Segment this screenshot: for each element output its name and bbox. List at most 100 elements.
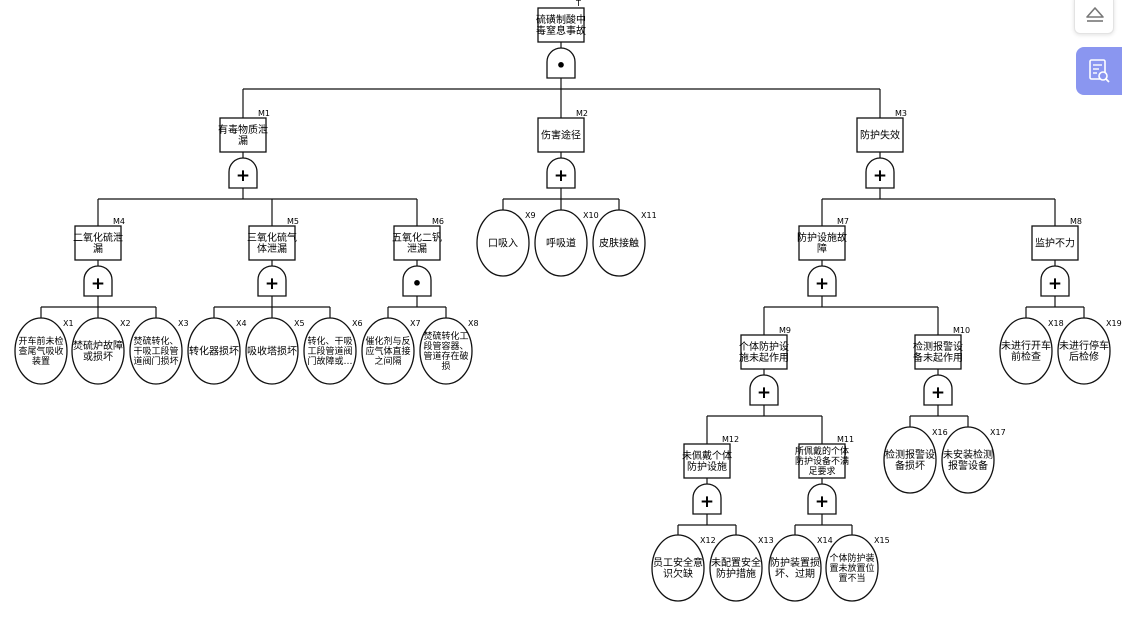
- event-label: 口吸入: [488, 239, 518, 250]
- event-label: 防护设施故障: [797, 231, 847, 255]
- gate-symbol: +: [700, 492, 714, 512]
- gate-symbol: +: [236, 166, 250, 186]
- intermediate-event: M8 监护不力: [1031, 217, 1082, 261]
- or-gate: +: [257, 265, 287, 297]
- intermediate-event: M4 二氧化硫泄漏: [73, 217, 125, 261]
- event-label: 未配置安全防护措施: [711, 556, 761, 580]
- event-id: X15: [874, 536, 890, 545]
- event-id: X14: [817, 536, 833, 545]
- basic-event: X6转化、干吸工段管道阀门故障或…: [303, 317, 363, 385]
- gate-symbol: +: [554, 166, 568, 186]
- event-label: 硫磺制酸中毒窒息事故: [536, 13, 586, 37]
- event-label: 焚硫炉故障或损坏: [73, 339, 123, 363]
- event-id: M7: [837, 217, 849, 226]
- event-id: X11: [641, 211, 657, 220]
- event-label: 监护不力: [1035, 237, 1075, 250]
- or-gate: +: [1040, 265, 1070, 297]
- document-search-icon: [1089, 59, 1110, 83]
- basic-event: X19 未进行停车后检修: [1057, 317, 1122, 385]
- or-gate: +: [546, 157, 576, 189]
- event-id: X12: [700, 536, 716, 545]
- event-label: 二氧化硫泄漏: [73, 231, 123, 255]
- event-id: X4: [236, 319, 247, 328]
- event-id: X17: [990, 428, 1006, 437]
- or-gate: +: [923, 374, 953, 406]
- event-id: M8: [1070, 217, 1082, 226]
- event-label: 检测报警设备未起作用: [913, 340, 963, 364]
- event-id: M11: [837, 435, 854, 444]
- event-label: 未佩戴个体防护设施: [682, 449, 732, 473]
- gate-symbol: +: [931, 383, 945, 403]
- or-gate: +: [83, 265, 113, 297]
- event-id: M1: [258, 109, 270, 118]
- basic-event: X14 防护装置损坏、过期: [768, 534, 833, 602]
- and-gate: •: [402, 265, 432, 297]
- event-id: X2: [120, 319, 131, 328]
- event-id: X9: [525, 211, 536, 220]
- gate-symbol: +: [815, 492, 829, 512]
- event-label: 催化剂与反应气体直接之间隔: [365, 335, 410, 367]
- or-gate: +: [692, 483, 722, 515]
- event-id: M10: [953, 326, 970, 335]
- event-label: 伤害途径: [541, 129, 581, 142]
- event-id: T: [575, 0, 581, 8]
- gate-symbol: •: [556, 56, 566, 75]
- event-id: X18: [1048, 319, 1064, 328]
- event-id: X5: [294, 319, 305, 328]
- collapse-top-button[interactable]: [1074, 0, 1114, 34]
- event-label: 三氧化硫气体泄漏: [247, 231, 297, 255]
- event-label: 防护失效: [860, 129, 900, 142]
- event-id: M6: [432, 217, 444, 226]
- event-id: X19: [1106, 319, 1122, 328]
- event-label: 呼吸道: [546, 237, 576, 250]
- event-label: 检测报警设备损坏: [885, 448, 935, 472]
- event-id: X3: [178, 319, 189, 328]
- connector-lines: [40, 42, 1085, 535]
- basic-event: X2 焚硫炉故障或损坏: [71, 317, 131, 385]
- intermediate-event: M7 防护设施故障: [797, 217, 849, 261]
- event-label: 转化器损坏: [189, 345, 239, 358]
- top-event: T 硫磺制酸中毒窒息事故: [536, 0, 586, 43]
- or-gate: +: [749, 374, 779, 406]
- basic-event: X4 转化器损坏: [187, 317, 247, 385]
- gate-symbol: +: [757, 383, 771, 403]
- or-gate: +: [865, 157, 895, 189]
- document-search-button[interactable]: [1076, 47, 1122, 95]
- event-id: M4: [113, 217, 125, 226]
- event-id: M9: [779, 326, 791, 335]
- or-gate: +: [807, 483, 837, 515]
- event-label: 未进行开车前检查: [1001, 339, 1051, 363]
- event-label: 有毒物质泄漏: [218, 123, 268, 147]
- event-label: 个体防护装置未放置位置不当: [829, 552, 874, 584]
- event-id: X10: [583, 211, 599, 220]
- event-label: 员工安全意识欠缺: [653, 556, 703, 580]
- gate-symbol: +: [815, 274, 829, 294]
- event-label: 未进行停车后检修: [1059, 339, 1109, 363]
- event-id: M2: [576, 109, 588, 118]
- or-gate: +: [228, 157, 258, 189]
- event-label: 防护装置损坏、过期: [770, 556, 820, 580]
- event-label: 焚硫转化、干吸工段管道阀门损坏: [133, 335, 178, 367]
- event-label: 所佩戴的个体防护设备不满足要求: [795, 445, 849, 477]
- or-gate: +: [807, 265, 837, 297]
- basic-event: X18 未进行开车前检查: [999, 317, 1064, 385]
- event-id: X6: [352, 319, 363, 328]
- event-label: 转化、干吸工段管道阀门故障或…: [307, 335, 352, 367]
- intermediate-event: M2 伤害途径: [537, 109, 588, 153]
- gate-symbol: +: [1048, 274, 1062, 294]
- gate-symbol: +: [873, 166, 887, 186]
- basic-event: X12 员工安全意识欠缺: [651, 534, 716, 602]
